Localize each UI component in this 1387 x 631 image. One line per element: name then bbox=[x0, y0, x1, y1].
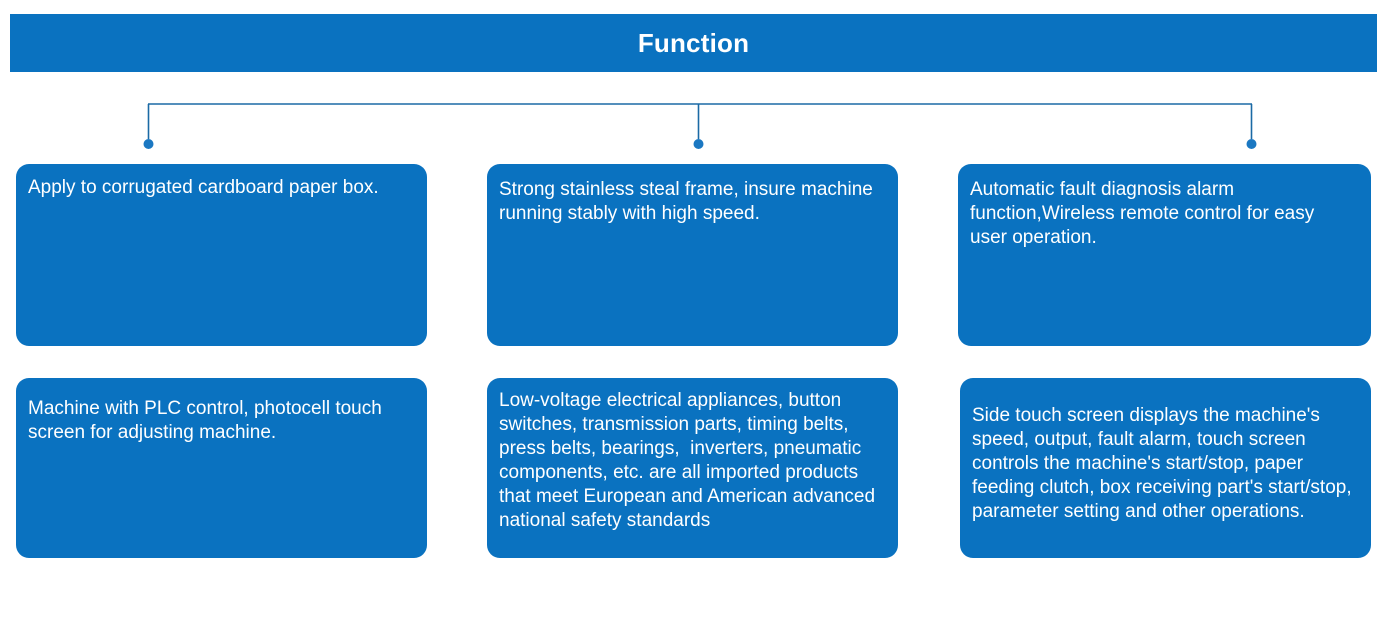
feature-card-2-text: Strong stainless steal frame, insure mac… bbox=[499, 179, 879, 224]
feature-card-6[interactable]: Side touch screen displays the machine's… bbox=[960, 378, 1371, 558]
feature-card-3[interactable]: Automatic fault diagnosis alarm function… bbox=[958, 164, 1371, 346]
feature-card-6-text: Side touch screen displays the machine's… bbox=[972, 405, 1357, 522]
connector-bracket bbox=[0, 95, 1387, 160]
connector-dot-center bbox=[693, 139, 704, 149]
connector-lines-svg bbox=[143, 103, 1257, 149]
card-row-top: Apply to corrugated cardboard paper box.… bbox=[16, 164, 1371, 346]
connector-dot-right bbox=[1246, 139, 1257, 149]
feature-card-2[interactable]: Strong stainless steal frame, insure mac… bbox=[487, 164, 898, 346]
page-title: Function bbox=[637, 28, 750, 58]
feature-card-1[interactable]: Apply to corrugated cardboard paper box. bbox=[16, 164, 427, 346]
card-row-bottom: Machine with PLC control, photocell touc… bbox=[16, 378, 1371, 558]
feature-card-4-text: Machine with PLC control, photocell touc… bbox=[28, 398, 388, 443]
feature-card-5[interactable]: Low-voltage electrical appliances, butto… bbox=[487, 378, 898, 558]
header-banner: Function bbox=[10, 14, 1377, 72]
feature-card-5-text: Low-voltage electrical appliances, butto… bbox=[499, 390, 881, 531]
feature-card-4[interactable]: Machine with PLC control, photocell touc… bbox=[16, 378, 427, 558]
feature-card-grid: Apply to corrugated cardboard paper box.… bbox=[16, 164, 1371, 558]
connector-dot-left bbox=[143, 139, 154, 149]
feature-card-3-text: Automatic fault diagnosis alarm function… bbox=[970, 179, 1320, 248]
feature-card-1-text: Apply to corrugated cardboard paper box. bbox=[28, 177, 379, 198]
